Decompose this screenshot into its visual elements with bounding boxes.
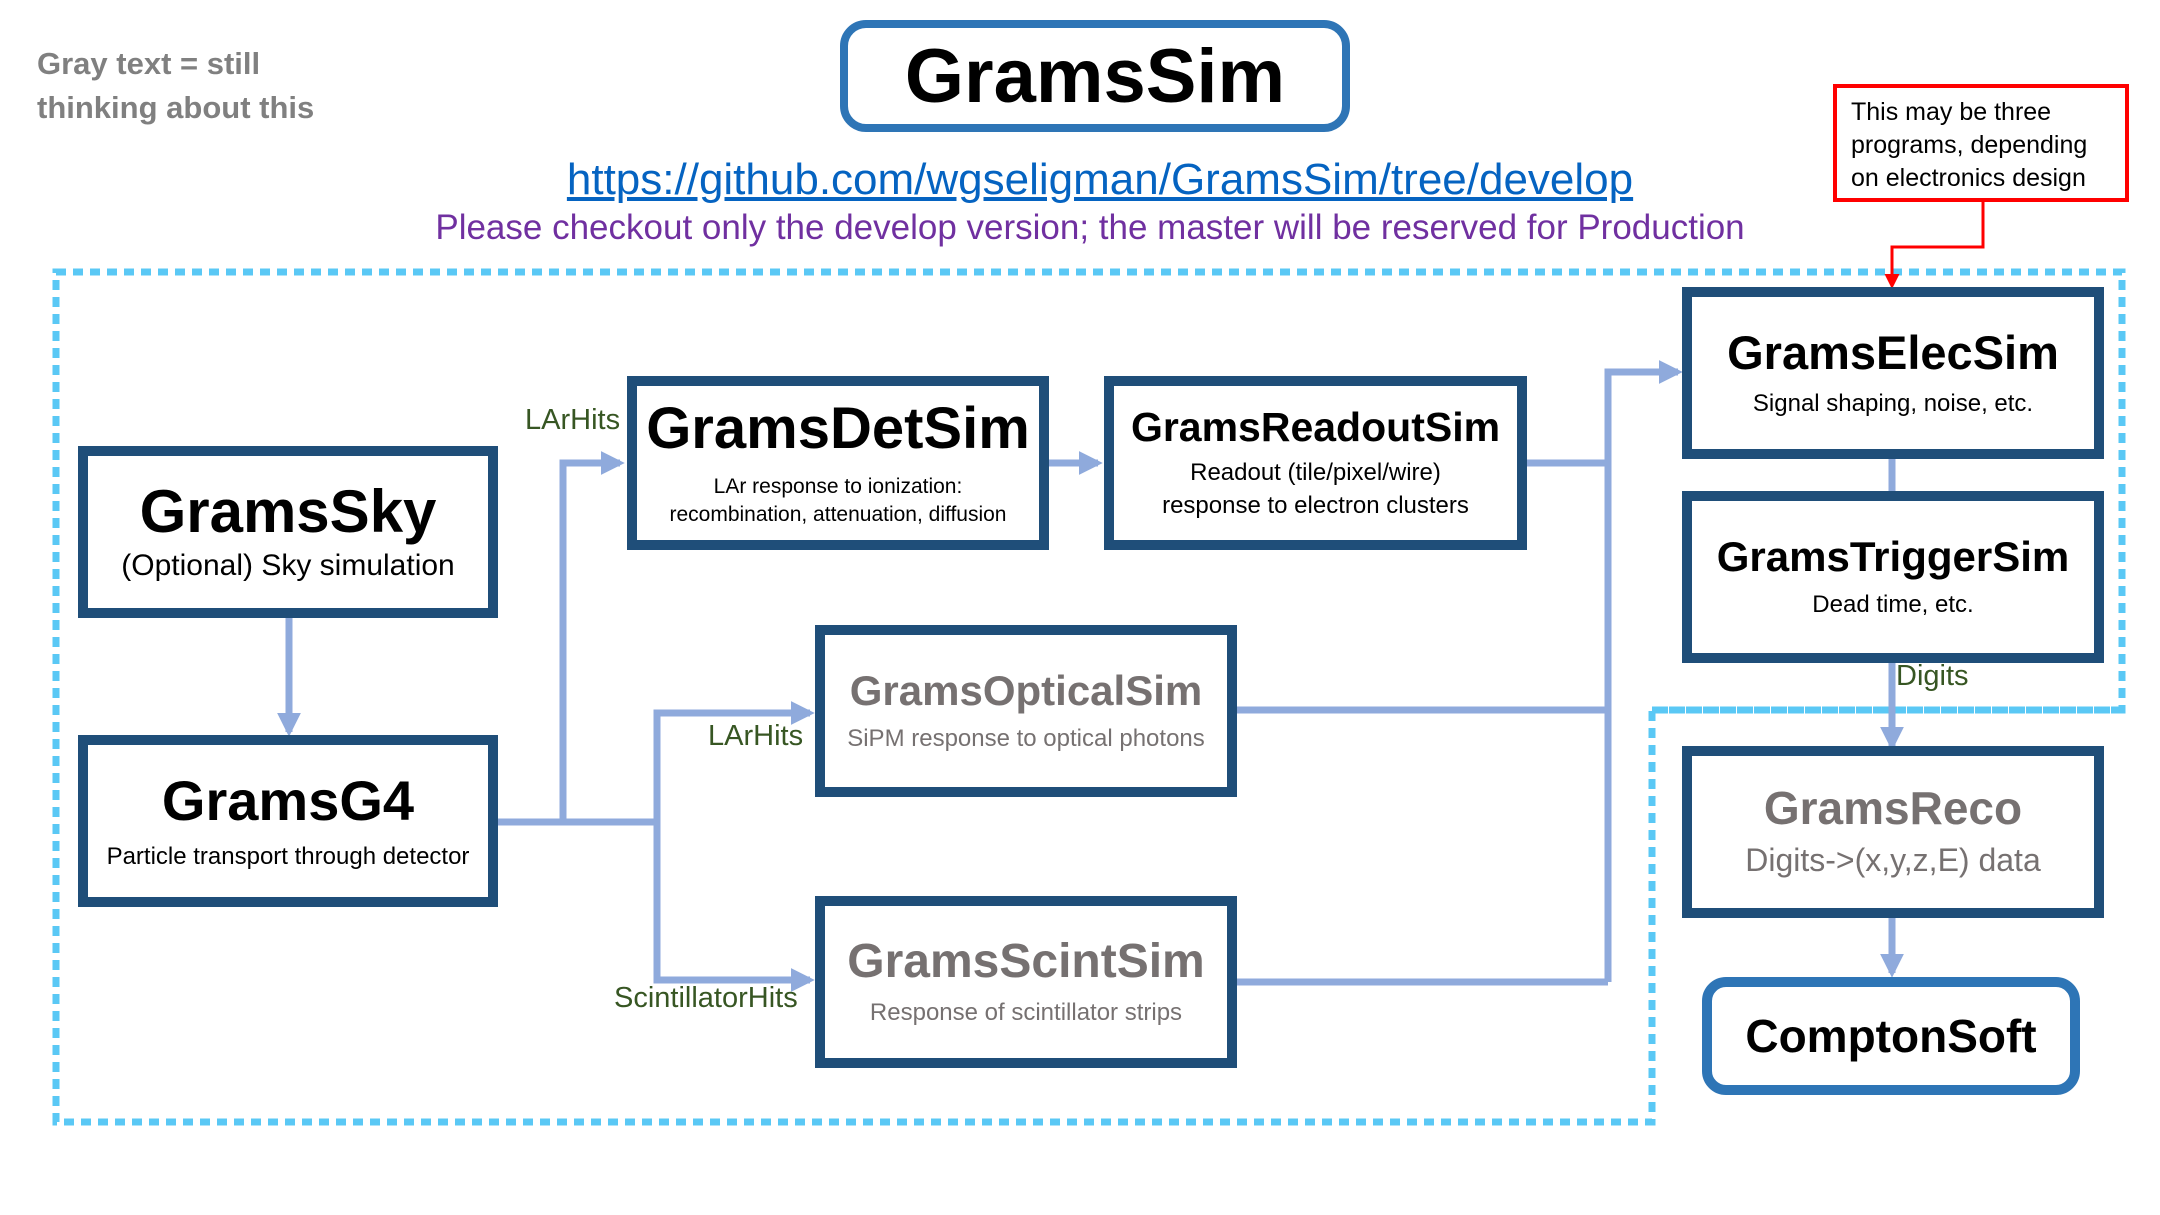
node-gramselecsim: GramsElecSim Signal shaping, noise, etc. — [1682, 287, 2104, 459]
node-gramselecsim-desc: Signal shaping, noise, etc. — [1752, 389, 2034, 417]
node-gramsg4: GramsG4 Particle transport through detec… — [78, 735, 498, 907]
node-gramssky: GramsSky (Optional) Sky simulation — [78, 446, 498, 618]
legend-note: Gray text = still thinking about this — [37, 42, 357, 130]
node-gramsdetsim: GramsDetSim LAr response to ionization: … — [627, 376, 1049, 550]
connector-g4-optical — [653, 701, 815, 822]
node-gramsg4-desc: Particle transport through detector — [106, 843, 470, 870]
node-gramsreadoutsim: GramsReadoutSim Readout (tile/pixel/wire… — [1104, 376, 1527, 550]
node-gramsdetsim-desc1: LAr response to ionization: — [713, 475, 963, 498]
repository-link[interactable]: https://github.com/wgseligman/GramsSim/t… — [566, 155, 1634, 204]
edge-label-scintillator-hits: ScintillatorHits — [614, 982, 798, 1014]
legend-note-line1: Gray text = still — [37, 46, 261, 81]
node-gramsdetsim-desc2: recombination, attenuation, diffusion — [669, 503, 1007, 527]
callout-pointer — [1884, 202, 1985, 289]
node-gramsdetsim-name: GramsDetSim — [646, 396, 1030, 462]
node-comptonsoft: ComptonSoft — [1702, 977, 2080, 1095]
node-gramsscintsim-desc: Response of scintillator strips — [869, 999, 1183, 1027]
connector-g4-detsim — [559, 451, 625, 822]
node-gramstriggersim-name: GramsTriggerSim — [1716, 532, 2070, 580]
electronics-callout: This may be three programs, depending on… — [1833, 84, 2129, 202]
node-gramsg4-name: GramsG4 — [161, 768, 415, 832]
node-gramsreco: GramsReco Digits->(x,y,z,E) data — [1682, 746, 2104, 918]
connector-bus-elec — [1604, 360, 1683, 982]
page-title: GramsSim — [904, 33, 1286, 119]
node-gramsopticalsim: GramsOpticalSim SiPM response to optical… — [815, 625, 1237, 797]
edge-label-larhits-mid: LArHits — [708, 720, 804, 752]
node-gramselecsim-name: GramsElecSim — [1727, 325, 2059, 379]
checkout-instruction: Please checkout only the develop version… — [435, 208, 1745, 247]
node-gramsreco-name: GramsReco — [1763, 781, 2023, 834]
node-gramsopticalsim-desc: SiPM response to optical photons — [847, 724, 1205, 752]
edge-label-larhits-top: LArHits — [525, 404, 621, 436]
connector-g4-scint — [653, 822, 815, 992]
node-gramsreco-desc: Digits->(x,y,z,E) data — [1745, 841, 2041, 878]
node-gramssky-name: GramsSky — [139, 478, 437, 546]
node-gramstriggersim: GramsTriggerSim Dead time, etc. — [1682, 491, 2104, 663]
edge-label-digits: Digits — [1896, 660, 1969, 692]
node-gramsreadoutsim-desc1: Readout (tile/pixel/wire) — [1190, 459, 1441, 487]
legend-note-line2: thinking about this — [37, 90, 315, 125]
node-gramsopticalsim-name: GramsOpticalSim — [849, 666, 1203, 714]
node-gramsscintsim: GramsScintSim Response of scintillator s… — [815, 896, 1237, 1068]
node-gramsscintsim-name: GramsScintSim — [847, 935, 1205, 989]
dashed-region-left — [52, 268, 2126, 1126]
title-box: GramsSim — [840, 20, 1350, 132]
node-comptonsoft-name: ComptonSoft — [1745, 1009, 2037, 1062]
node-gramssky-desc: (Optional) Sky simulation — [121, 549, 455, 583]
node-gramsreadoutsim-desc2: response to electron clusters — [1162, 491, 1469, 519]
node-gramstriggersim-desc: Dead time, etc. — [1812, 590, 1974, 618]
callout-line2: programs, depending — [1851, 131, 2088, 159]
callout-line3: on electronics design — [1851, 164, 2086, 192]
callout-line1: This may be three — [1851, 98, 2052, 126]
node-gramsreadoutsim-name: GramsReadoutSim — [1130, 404, 1501, 451]
